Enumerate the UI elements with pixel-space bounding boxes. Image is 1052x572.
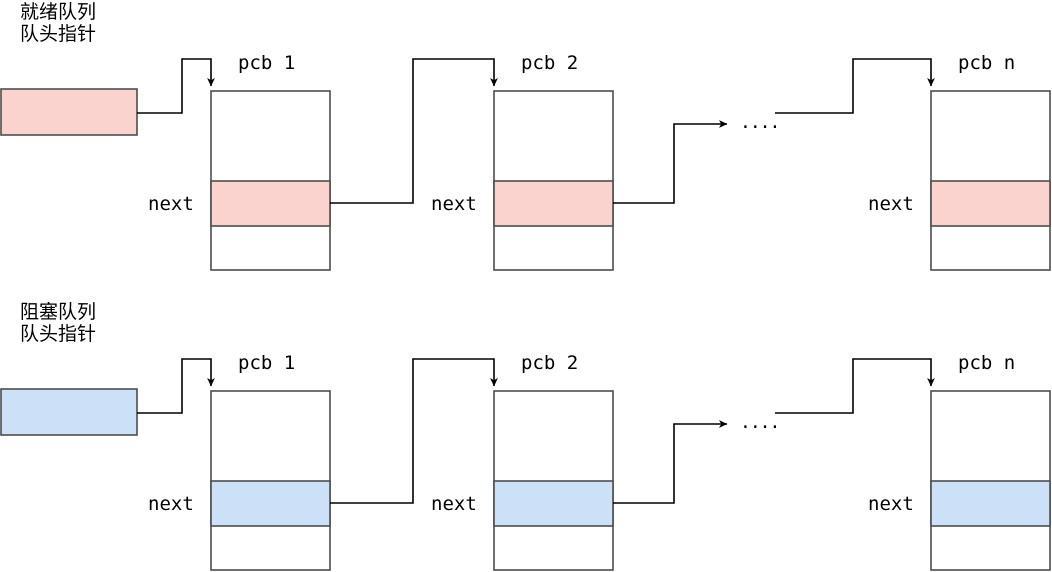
blocked-pcbn-next-label: next [868, 493, 914, 515]
ready-queue-pointer-box [0, 88, 138, 136]
ready-queue-pointer-label-line2: 队头指针 [20, 23, 97, 45]
ready-queue-pointer-label-line1: 就绪队列 [20, 1, 97, 23]
ready-pcb1-next-label: next [148, 193, 194, 215]
blocked-queue-row [0, 358, 1051, 571]
blocked-pcb1-title: pcb 1 [238, 352, 296, 374]
ready-pcbn-next-label: next [868, 193, 914, 215]
blocked-pcb1-next-label: next [148, 493, 194, 515]
ready-queue-ellipsis: .... [740, 112, 780, 133]
blocked-queue-pointer-label-line1: 阻塞队列 [20, 301, 97, 323]
ready-pcb1-to-pcb2-connector [330, 58, 498, 204]
blocked-pointer-to-pcb1-connector [137, 358, 215, 414]
blocked-queue-pointer-label: 阻塞队列 队头指针 [20, 301, 96, 345]
ready-pcbn-next-band [930, 180, 1051, 227]
blocked-pcb2-next-band [493, 480, 614, 527]
blocked-queue-pointer-box [0, 388, 138, 436]
blocked-pcb2-to-ellipsis-connector [613, 420, 728, 504]
blocked-pcb2-node [493, 390, 614, 571]
ready-pcb1-node [210, 90, 331, 271]
ready-pcb2-node [493, 90, 614, 271]
blocked-pcb1-to-pcb2-connector [330, 358, 498, 504]
blocked-pcb2-next-label: next [431, 493, 477, 515]
blocked-pcbn-title: pcb n [958, 352, 1016, 374]
ready-pcb1-next-band [210, 180, 331, 227]
ready-pcb2-title: pcb 2 [521, 52, 579, 74]
ready-pcb2-to-ellipsis-connector [613, 120, 728, 204]
ready-pcb2-next-band [493, 180, 614, 227]
blocked-pcb1-next-band [210, 480, 331, 527]
ready-queue-row [0, 58, 1051, 271]
ready-ellipsis-to-pcbn-connector [775, 58, 935, 114]
ready-pcb2-next-label: next [431, 193, 477, 215]
ready-queue-pointer-label: 就绪队列 队头指针 [20, 1, 96, 45]
ready-pcbn-title: pcb n [958, 52, 1016, 74]
blocked-queue-pointer-label-line2: 队头指针 [20, 323, 97, 345]
ready-pcbn-node [930, 90, 1051, 271]
blocked-pcb1-node [210, 390, 331, 571]
blocked-pcbn-next-band [930, 480, 1051, 527]
blocked-pcb2-title: pcb 2 [521, 352, 579, 374]
ready-pcb1-title: pcb 1 [238, 52, 296, 74]
blocked-ellipsis-to-pcbn-connector [775, 358, 935, 414]
ready-pointer-to-pcb1-connector [137, 58, 215, 114]
blocked-queue-ellipsis: .... [740, 412, 780, 433]
blocked-pcbn-node [930, 390, 1051, 571]
